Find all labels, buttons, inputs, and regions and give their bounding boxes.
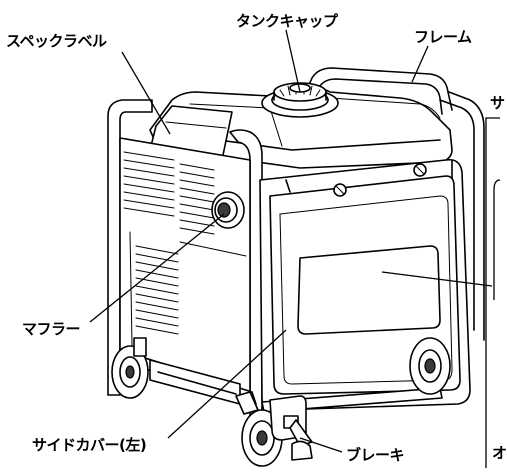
leader-spec-label [121, 51, 171, 135]
label-muffler: マフラー [22, 320, 81, 338]
leader-lines [89, 29, 493, 453]
tank-cap [261, 82, 339, 118]
leader-side-cover [167, 329, 287, 439]
label-tank-cap: タンクキャップ [236, 12, 338, 30]
wheel-rear-left [111, 337, 149, 399]
brake-assembly [269, 395, 313, 461]
leader-brake [299, 437, 343, 453]
label-cutoff-bottom: オ [492, 444, 507, 462]
leader-muffler [89, 213, 225, 323]
label-frame: フレーム [414, 28, 472, 46]
frame-tube-rear [299, 67, 485, 341]
leader-window [381, 271, 493, 287]
label-brake: ブレーキ [346, 446, 405, 464]
callout-box-right [485, 117, 501, 468]
label-cutoff-top: サ [490, 94, 505, 112]
leader-frame [411, 45, 429, 83]
frame-tube-front [107, 99, 263, 421]
label-side-cover-left: サイドカバー(左) [32, 436, 147, 454]
muffler [211, 191, 245, 229]
label-spec-label: スペックラベル [6, 32, 107, 50]
top-cover [149, 86, 453, 169]
wheel-rear-right [409, 337, 451, 395]
leader-tank-cap [285, 29, 301, 93]
